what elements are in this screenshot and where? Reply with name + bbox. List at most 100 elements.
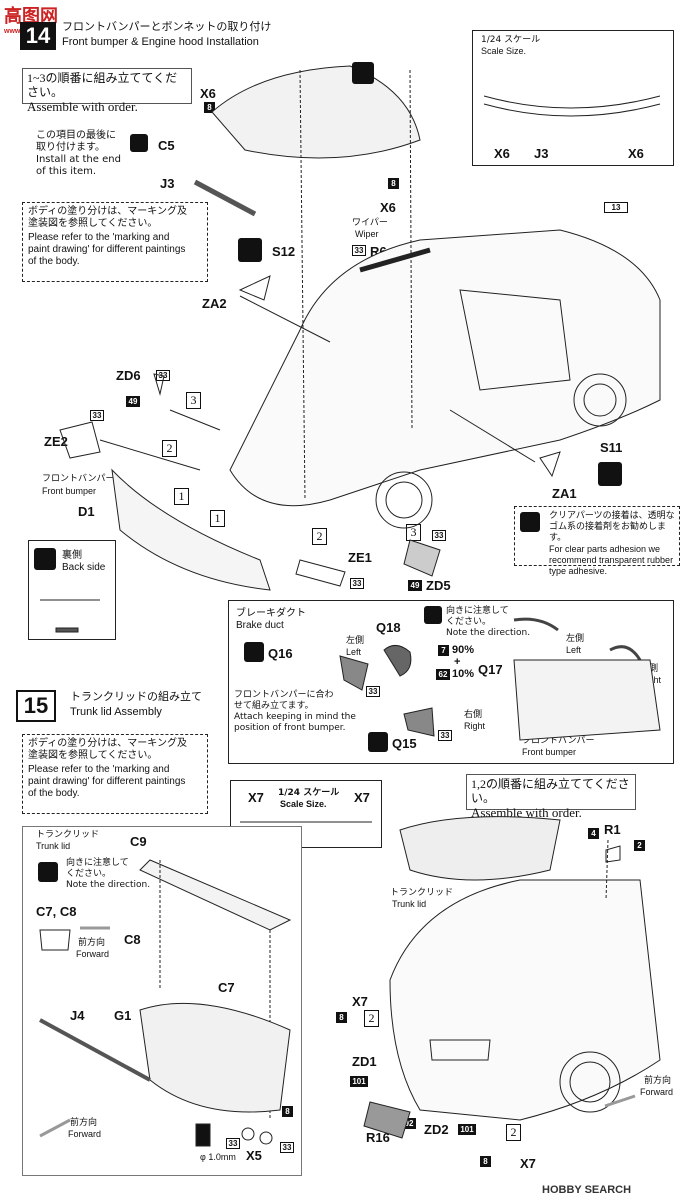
note-install-en-1: Install at the end <box>36 154 121 165</box>
duct-dir-en: Note the direction. <box>446 628 531 638</box>
paint-brush-icon-clear <box>520 512 540 532</box>
order-marker-1: 1 <box>174 488 189 505</box>
note-install-jp-1: この項目の最後に <box>36 130 116 141</box>
part-c9: C9 <box>130 834 147 849</box>
trunk-dir-jp: 向きに注意して <box>66 858 129 868</box>
drill-dim: φ 1.0mm <box>200 1152 236 1162</box>
back-side-en: Back side <box>62 562 106 573</box>
order-jp: 1~3の順番に組み立ててください。 <box>27 71 178 99</box>
trunk-car-en: Trunk lid <box>392 899 427 909</box>
part-x7-left: X7 <box>352 994 368 1009</box>
code-7-mix: 7 <box>438 645 449 656</box>
part-q15: Q15 <box>392 736 417 751</box>
part-x6-hood: X6 <box>200 86 216 101</box>
duct-fit-note: フロントバンパーに合わ せて組み立てます。 Attach keeping in … <box>234 690 356 734</box>
order-marker-15-1: 1 <box>454 922 469 939</box>
step-15-order-box: 1,2の順番に組み立ててください。 Assemble with order. <box>466 774 636 820</box>
scale-jp-14: 1/24 スケール <box>481 35 541 45</box>
order-marker-15-2b: 2 <box>506 1124 521 1141</box>
part-s12: S12 <box>272 244 296 259</box>
part-za1: ZA1 <box>552 486 577 501</box>
code-33-q16: 33 <box>366 686 380 697</box>
footer-hobbysearch-logo: HOBBY SEARCH <box>542 1184 631 1196</box>
order-marker-15-2a: 2 <box>364 1010 379 1027</box>
part-q17: Q17 <box>478 662 503 677</box>
duct-left-jp: 左側 <box>346 636 365 646</box>
fit-en-2: position of front bumper. <box>234 723 346 733</box>
trunk-label-en: Trunk lid <box>36 841 71 851</box>
part-c7: C7 <box>218 980 235 995</box>
mix-10: 10% <box>452 668 475 680</box>
code-33-q17: 33 <box>438 730 452 741</box>
back-side-jp: 裏側 <box>62 550 82 561</box>
trunk-assembly-panel <box>22 826 302 1176</box>
forward-jp-3: 前方向 <box>644 1076 672 1086</box>
part-s11: S11 <box>600 440 623 455</box>
code-33-zd6: 33 <box>156 370 170 381</box>
trunk-label-jp: トランクリッド <box>36 830 100 840</box>
paint-brush-icon-q16 <box>244 642 264 662</box>
part-zd5: ZD5 <box>426 578 451 593</box>
dim-17mm: 17mm <box>618 904 644 914</box>
mix-90: 90% <box>452 644 475 656</box>
duct-bumper-jp: フロントバンパー <box>522 736 595 746</box>
code-14-body: 14 <box>408 952 432 963</box>
fit-jp-2: せて組み立てます。 <box>234 701 314 711</box>
part-c7-c8: C7, C8 <box>36 904 77 919</box>
clear-parts-note: クリアパーツの接着は、透明な ゴム系の接着剤をお勧めします。 For clear… <box>514 506 680 576</box>
order-marker-3b: 3 <box>406 524 421 541</box>
part-d1: D1 <box>78 504 95 519</box>
paint-brush-icon-c5 <box>130 134 148 152</box>
part-j3-scale: J3 <box>534 146 549 161</box>
code-49-zd6: 49 <box>126 396 140 407</box>
duct-dir-jp2: ください。 <box>446 617 492 627</box>
bumper-label-en: Front bumper <box>42 486 97 496</box>
part-g1: G1 <box>114 1008 132 1023</box>
car-right-jp: 右側 <box>640 664 659 674</box>
code-13-body: 13 <box>604 202 628 213</box>
code-101-zd2: 101 <box>458 1124 476 1135</box>
part-x6-scale-right: X6 <box>628 146 644 161</box>
paint-en-3: of the body. <box>28 256 80 267</box>
trunk-dir-jp2: ください。 <box>66 869 112 879</box>
part-zd1: ZD1 <box>352 1054 377 1069</box>
code-4-r1: 4 <box>588 828 599 839</box>
part-za2: ZA2 <box>202 296 227 311</box>
adhesive-icon-s11 <box>598 462 622 486</box>
order-marker-3: 3 <box>186 392 201 409</box>
part-x7-right: X7 <box>520 1156 536 1171</box>
trunk-car-jp: トランクリッド <box>390 888 454 898</box>
part-r1: R1 <box>604 822 621 837</box>
part-zd6: ZD6 <box>116 368 141 383</box>
clear-jp-1: クリアパーツの接着は、透明な <box>549 511 675 521</box>
duct-left-en: Left <box>346 647 362 657</box>
note-install-end: この項目の最後に 取り付けます。 Install at the end of t… <box>36 130 121 178</box>
step-15-number: 15 <box>16 690 56 722</box>
paint-brush-icon-duct <box>424 606 442 624</box>
car-left-en: Left <box>566 645 582 655</box>
forward-jp-1: 前方向 <box>78 938 106 948</box>
scale-en-14: Scale Size. <box>481 46 527 56</box>
adhesive-icon-s12 <box>238 238 262 262</box>
part-ze2: ZE2 <box>44 434 68 449</box>
wiper-jp: ワイパー <box>352 218 388 228</box>
part-x7-scale-right: X7 <box>354 790 370 805</box>
step-14-number: 14 <box>20 22 56 50</box>
part-r16: R16 <box>366 1130 390 1145</box>
code-33-ze2: 33 <box>90 410 104 421</box>
part-c5: C5 <box>158 138 175 153</box>
code-33-ze1: 33 <box>350 578 364 589</box>
brake-duct-jp: ブレーキダクト <box>236 608 306 619</box>
order15-jp: 1,2の順番に組み立ててください。 <box>471 777 630 805</box>
bumper-label-jp: フロントバンパー <box>42 474 115 484</box>
forward-en-3: Forward <box>640 1087 674 1097</box>
order-marker-2b: 2 <box>312 528 327 545</box>
trunk-direction-note: 向きに注意して ください。 Note the direction. <box>66 858 150 891</box>
code-49-zd5: 49 <box>408 580 422 591</box>
paint-icon-back <box>34 548 56 570</box>
order-marker-1b: 1 <box>210 510 225 527</box>
paint15-en-3: of the body. <box>28 788 80 799</box>
code-2-r1: 2 <box>634 840 645 851</box>
step-14-order-box: 1~3の順番に組み立ててください。 Assemble with order. <box>22 68 192 114</box>
forward-en-1: Forward <box>76 949 110 959</box>
